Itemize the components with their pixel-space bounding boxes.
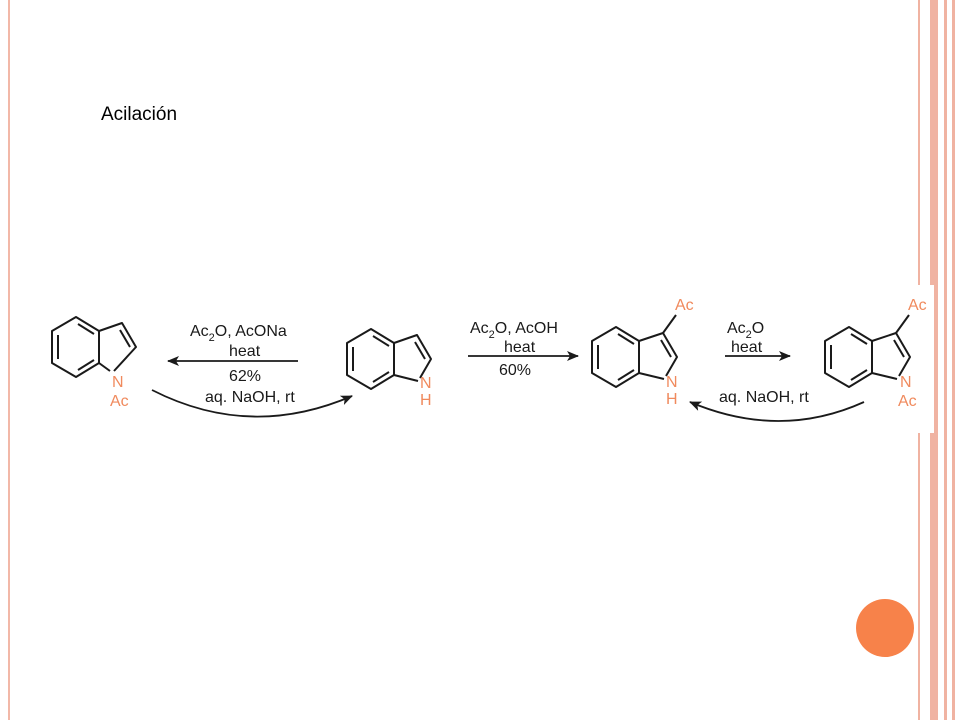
slide-frame-left-line (8, 0, 10, 720)
arrow-2-1-heat: heat (229, 343, 261, 360)
compound-1-3-diacetylindole (824, 314, 911, 388)
pyrrole-ring (393, 334, 432, 379)
benzene-ring (51, 316, 100, 378)
compound-indole (346, 328, 432, 390)
compound-3-acetyl-label: Ac (675, 297, 694, 314)
benzene-ring (591, 326, 640, 388)
benzene-ring (346, 328, 395, 390)
arrow-4-3-conditions: aq. NaOH, rt (719, 389, 809, 406)
arrow-2-1-reagents: Ac2O, AcONa (190, 323, 287, 344)
compound-4-nitrogen: N (900, 374, 912, 391)
arrow-1-2-conditions: aq. NaOH, rt (205, 389, 295, 406)
arrow-3-4-heat: heat (731, 339, 763, 356)
arrow-2-3-heat: heat (504, 339, 536, 356)
frame-line (944, 0, 947, 720)
arrow-2-1-yield: 62% (229, 368, 261, 385)
compound-1-nitrogen: N (112, 374, 124, 391)
acetyl-bond (895, 314, 910, 334)
arrow-2-3-yield: 60% (499, 362, 531, 379)
frame-line (952, 0, 955, 720)
arrow-2-3-reagents: Ac2O, AcOH (470, 320, 558, 341)
decorative-orange-dot (856, 599, 914, 657)
compound-4-acetyl-label-top: Ac (908, 297, 927, 314)
compound-3-hydrogen: H (666, 391, 678, 408)
compound-2-hydrogen: H (420, 392, 432, 409)
compound-2-nitrogen: N (420, 375, 432, 392)
compound-3-nitrogen: N (666, 374, 678, 391)
pyrrole-ring (638, 332, 678, 377)
slide-title: Acilación (101, 104, 178, 125)
compound-n-acetylindole (51, 316, 137, 378)
compound-4-backdrop (816, 285, 934, 433)
curved-arrow-deacetylation-right (689, 401, 865, 422)
arrow-3-4-reagents: Ac2O (727, 320, 764, 341)
acetyl-bond (662, 314, 677, 334)
pyrrole-ring (871, 332, 911, 377)
compound-4-acetyl-label-n: Ac (898, 393, 917, 410)
pyrrole-ring (98, 322, 137, 372)
curved-arrow-deacetylation-left (151, 389, 353, 418)
compound-1-acetyl-label: Ac (110, 393, 129, 410)
compound-3-acetylindole (591, 314, 678, 388)
